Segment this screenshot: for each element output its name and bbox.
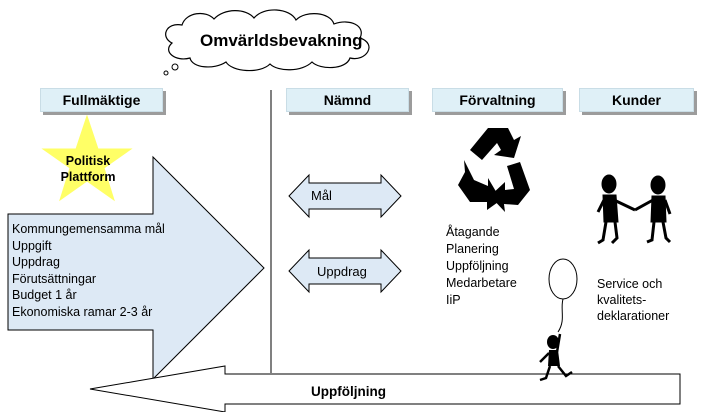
recycle-icon	[458, 128, 530, 212]
cloud-label: Omvärldsbevakning	[200, 31, 363, 50]
header-forvaltning: Förvaltning	[432, 88, 563, 112]
forvaltning-list: Åtagande Planering Uppföljning Medarbeta…	[446, 224, 517, 309]
big-arrow-list: Kommungemensamma mål Uppgift Uppdrag För…	[12, 221, 165, 320]
list-item: Förutsättningar	[12, 271, 97, 286]
star-label-line1: Politisk	[65, 154, 111, 168]
kunder-text-line: kvalitets-	[597, 293, 647, 307]
list-item: Medarbetare	[446, 276, 517, 290]
list-item: IiP	[446, 293, 461, 307]
big-arrow-right	[7, 155, 265, 381]
header-namnd: Nämnd	[286, 88, 409, 112]
bottom-arrow-left	[89, 365, 681, 412]
list-item: Uppföljning	[446, 259, 509, 273]
balloon-person-icon	[539, 258, 578, 382]
star-icon	[41, 114, 133, 202]
cloud-icon	[163, 9, 370, 76]
list-item: Ekonomiska ramar 2-3 år	[12, 304, 153, 319]
header-kunder: Kunder	[579, 88, 694, 112]
star-label: Politisk Plattform	[47, 153, 129, 185]
list-item: Åtagande	[446, 225, 500, 239]
mal-label: Mål	[311, 188, 332, 203]
kunder-text: Service och kvalitets- deklarationer	[597, 276, 669, 324]
kunder-text-line: Service och	[597, 277, 663, 291]
double-arrow-uppdrag	[288, 248, 402, 294]
handshake-people-icon	[596, 174, 672, 245]
double-arrow-mal	[288, 173, 402, 219]
list-item: Planering	[446, 242, 499, 256]
kunder-text-line: deklarationer	[597, 309, 670, 323]
list-item: Budget 1 år	[12, 288, 77, 302]
header-fullmaktige: Fullmäktige	[40, 88, 163, 112]
list-item: Uppgift	[12, 238, 52, 253]
star-label-line2: Plattform	[60, 170, 116, 184]
uppdrag-label: Uppdrag	[317, 264, 367, 279]
bottom-arrow-label: Uppföljning	[311, 384, 386, 399]
list-item: Kommungemensamma mål	[12, 222, 165, 236]
list-item: Uppdrag	[12, 255, 60, 269]
